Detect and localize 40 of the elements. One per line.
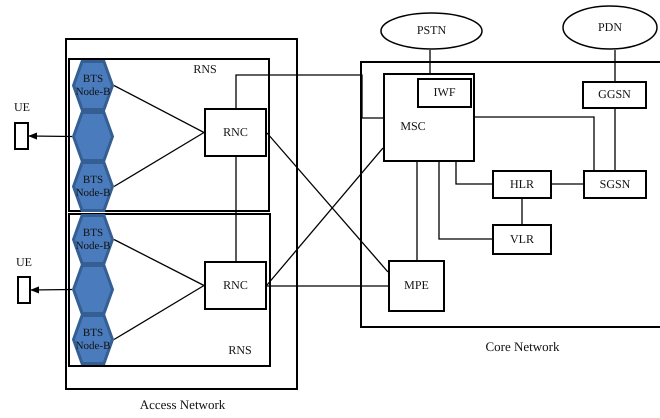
node-label: UE xyxy=(15,256,33,270)
connector-line xyxy=(521,199,523,224)
node-label: RNS xyxy=(192,63,218,77)
node-label: MPE xyxy=(404,279,429,293)
arrow xyxy=(30,286,72,294)
connector-line xyxy=(235,74,383,119)
node-label: GGSN xyxy=(598,88,631,102)
connector-line xyxy=(235,157,237,261)
node-label: PDN xyxy=(598,20,622,34)
node-label: BTS Node-B xyxy=(74,326,112,352)
connector-line xyxy=(416,162,418,260)
node-label: IWF xyxy=(434,86,456,100)
node-label: PSTN xyxy=(416,24,446,38)
connector-line xyxy=(114,84,204,134)
connector-line xyxy=(614,50,616,81)
node-label: BTS Node-B xyxy=(74,226,112,252)
node-label: SGSN xyxy=(600,178,630,192)
connector-line xyxy=(438,162,492,240)
node-label: BTS Node-B xyxy=(74,174,112,200)
node-label: HLR xyxy=(510,178,534,192)
connector-line xyxy=(475,116,595,170)
node-label: UE xyxy=(13,101,31,115)
arrow xyxy=(28,132,72,140)
node-label: Access Network xyxy=(138,398,226,413)
node-label: Core Network xyxy=(484,340,560,355)
connector-line xyxy=(267,285,388,287)
connector-line xyxy=(114,238,204,286)
connector-line xyxy=(429,50,431,73)
node-label: BTS Node-B xyxy=(74,72,112,98)
connector-line xyxy=(614,109,616,170)
node-label: RNC xyxy=(223,126,248,140)
node-label: RNS xyxy=(227,344,253,358)
connector-line xyxy=(552,183,583,185)
connector-line xyxy=(266,148,384,286)
node-label: RNC xyxy=(223,278,248,292)
node-label: MSC xyxy=(399,120,427,134)
node-label: VLR xyxy=(510,232,534,246)
connector-line xyxy=(114,284,204,340)
connector-line xyxy=(455,162,492,185)
connector-line xyxy=(114,132,204,188)
